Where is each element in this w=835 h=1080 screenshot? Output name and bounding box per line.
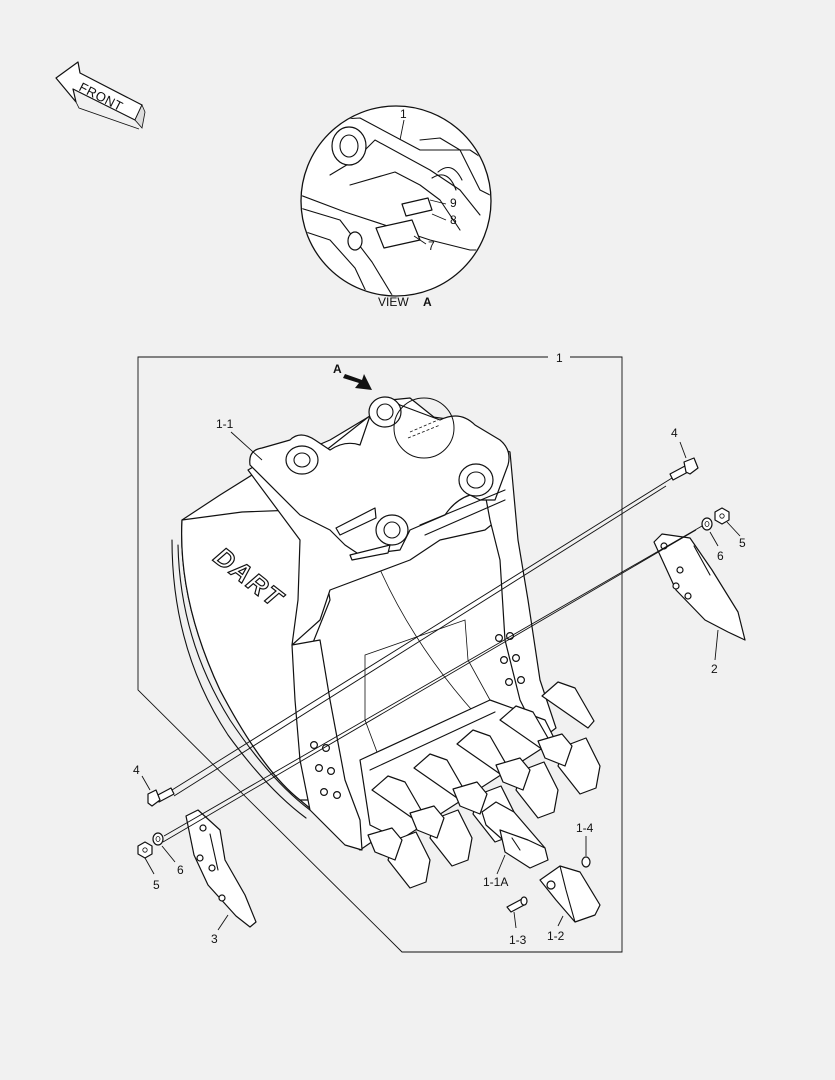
label-tooth: 1-2	[547, 929, 565, 943]
assembly-frame: 1	[137, 350, 623, 953]
label-bolt-right: 4	[671, 426, 678, 440]
view-label-9: 9	[450, 196, 457, 210]
tooth-1-2: 1-2	[539, 865, 601, 943]
label-pin: 1-3	[509, 933, 527, 947]
washer-right: 6	[701, 517, 724, 563]
lock-washer-1-4: 1-4	[576, 821, 594, 868]
view-label-8: 8	[450, 213, 457, 227]
adapter-1-1a: 1-1A	[481, 801, 549, 889]
label-washer-right: 6	[717, 549, 724, 563]
label-bucket-body: 1-1	[216, 417, 234, 431]
pin-1-3: 1-3	[506, 896, 528, 947]
label-side-cutter-left: 3	[211, 932, 218, 946]
label-lock-washer: 1-4	[576, 821, 594, 835]
nut-right: 5	[714, 507, 746, 550]
view-a-detail: 1 9 8 7 VIEW A	[300, 105, 492, 309]
bucket-body: DART 1-1	[171, 396, 557, 851]
view-arrow-letter: A	[333, 362, 342, 376]
front-arrow-icon: FRONT	[55, 61, 146, 130]
label-nut-left: 5	[153, 878, 160, 892]
label-washer-left: 6	[177, 863, 184, 877]
view-caption: VIEW	[378, 295, 409, 309]
label-side-cutter-right: 2	[711, 662, 718, 676]
bolt-right: 4	[669, 426, 699, 481]
label-adapter: 1-1A	[483, 875, 508, 889]
view-a-arrow-icon: A	[333, 362, 372, 390]
frame-label: 1	[556, 351, 563, 365]
view-caption-letter: A	[423, 295, 432, 309]
side-cutter-right: 2	[653, 533, 746, 676]
label-bolt-left: 4	[133, 763, 140, 777]
assembly-axis-lines	[162, 477, 703, 843]
view-label-7: 7	[428, 239, 435, 253]
side-cutter-left: 3	[185, 809, 257, 946]
nut-left: 5	[137, 841, 160, 892]
label-nut-right: 5	[739, 536, 746, 550]
view-label-body: 1	[400, 107, 407, 121]
washer-left: 6	[152, 832, 184, 877]
bolt-left: 4	[133, 763, 175, 807]
bucket-teeth	[367, 681, 601, 889]
